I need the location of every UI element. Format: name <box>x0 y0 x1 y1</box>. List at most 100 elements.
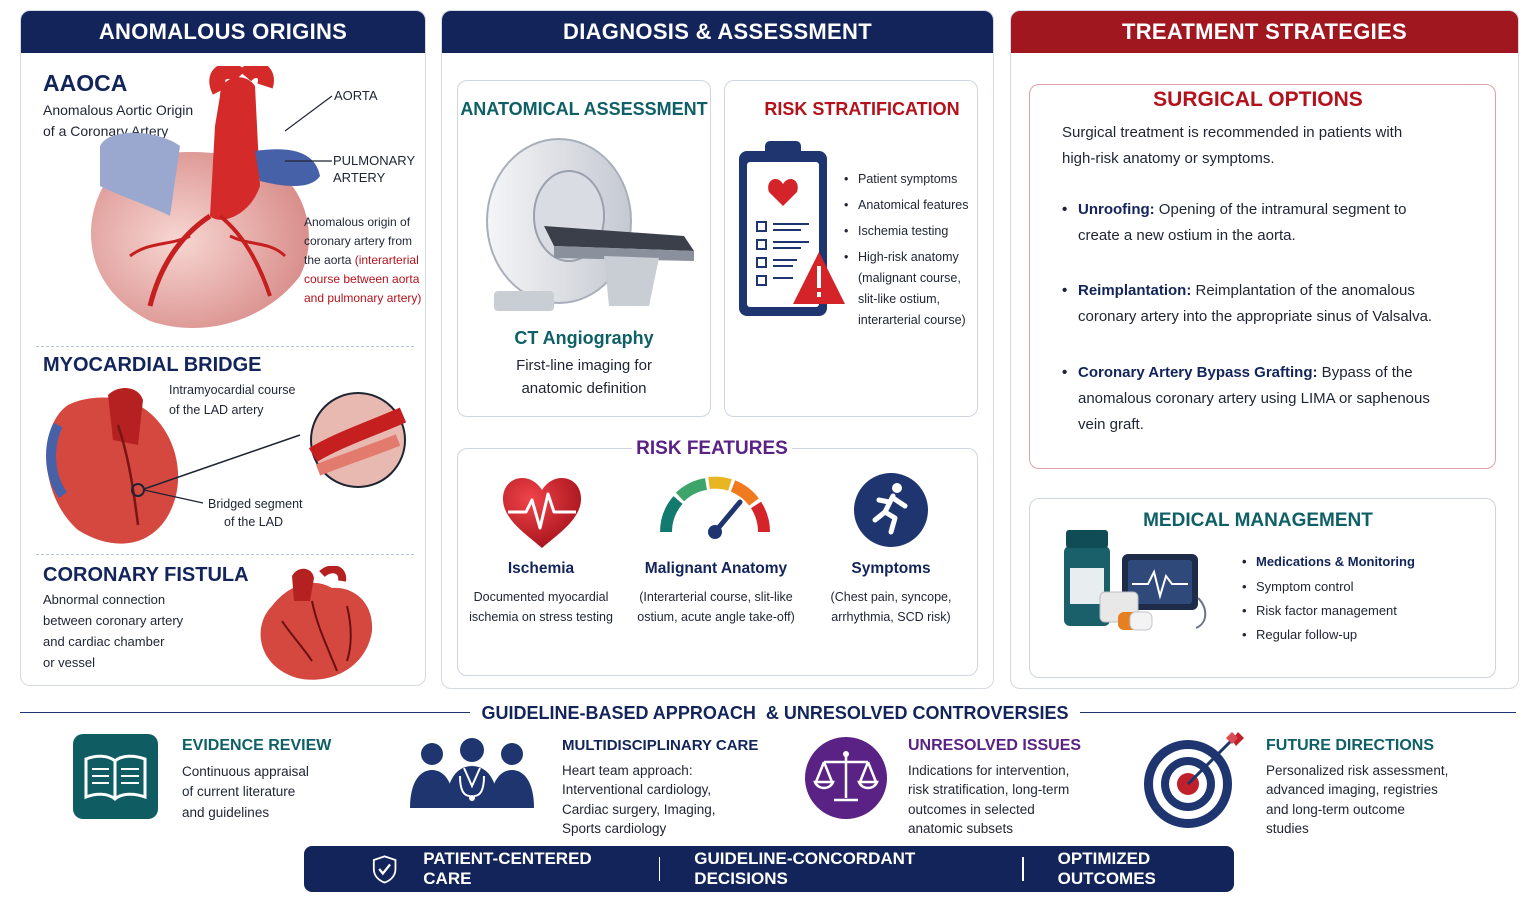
evidence-review-line: Continuous appraisal <box>182 764 309 779</box>
risk-item-cont-2: slit-like ostium, <box>858 292 940 306</box>
symptoms-line-2: arrhythmia, SCD risk) <box>831 610 951 624</box>
medication-monitor-icon <box>1064 530 1207 631</box>
ct-angiography-caption: CT Angiography <box>514 328 654 348</box>
bottom-divider-right <box>1080 712 1516 713</box>
coronary-fistula-heart-illustration <box>260 566 373 680</box>
risk-item: Ischemia testing <box>842 221 982 241</box>
medical-management-title: MEDICAL MANAGEMENT <box>1143 510 1373 531</box>
myocardial-bridge-title: MYOCARDIAL BRIDGE <box>43 354 262 376</box>
cabg-text: Bypass of the anomalous coronary artery … <box>1078 364 1430 433</box>
surgical-intro-1: Surgical treatment is recommended in pat… <box>1062 124 1403 141</box>
aaoca-desc-5: and pulmonary artery) <box>304 291 422 305</box>
ischemia-line-1: Documented myocardial <box>473 590 609 604</box>
bridge-label-2a: Bridged segment <box>208 497 303 511</box>
multidisciplinary-care-title: MULTIDISCIPLINARY CARE <box>562 737 759 754</box>
cabg-label: Coronary Artery Bypass Grafting: <box>1078 364 1318 381</box>
bridge-label-2b: of the LAD <box>224 515 284 529</box>
ct-scanner-icon <box>486 138 694 311</box>
bridge-label-1b: of the LAD artery <box>169 403 264 417</box>
treatment-strategies-header: TREATMENT STRATEGIES <box>1011 11 1518 53</box>
aaoca-subtitle-line-1: Anomalous Aortic Origin <box>43 102 194 118</box>
malignant-anatomy-title: Malignant Anatomy <box>644 560 788 577</box>
ischemia-heart-icon <box>502 477 582 548</box>
symptoms-line-1: (Chest pain, syncope, <box>830 590 952 604</box>
risk-item-cont-1: (malignant course, <box>858 271 961 285</box>
multidisciplinary-line: Heart team approach: <box>562 763 693 778</box>
fistula-desc-4: or vessel <box>43 655 96 670</box>
multidisciplinary-line: Cardiac surgery, Imaging, <box>562 802 716 817</box>
future-directions-title: FUTURE DIRECTIONS <box>1266 737 1434 754</box>
aaoca-title: AAOCA <box>43 70 128 96</box>
unresolved-line: outcomes in selected <box>908 802 1035 817</box>
banner-item-patient-centered: PATIENT-CENTERED CARE <box>423 849 592 888</box>
malignant-anatomy-line-1: (Interarterial course, slit-like <box>639 590 793 604</box>
bottom-divider-left <box>20 712 470 713</box>
aaoca-desc-2: coronary artery from <box>304 234 413 248</box>
risk-item: Anatomical features <box>842 195 982 215</box>
future-line: Personalized risk assessment, <box>1266 763 1449 778</box>
medical-item: Regular follow-up <box>1240 625 1490 645</box>
multidisciplinary-line: Sports cardiology <box>562 821 667 836</box>
evidence-review-line: and guidelines <box>182 805 270 820</box>
banner-separator <box>658 857 661 881</box>
unroofing-text: Opening of the intramural segment to cre… <box>1078 201 1407 244</box>
reimplantation-text: Reimplantation of the anomalous coronary… <box>1078 282 1433 325</box>
aorta-label: AORTA <box>334 88 378 103</box>
banner-separator <box>1022 857 1024 881</box>
unresolved-issues-title: UNRESOLVED ISSUES <box>908 737 1082 754</box>
pulmonary-artery-label-2: ARTERY <box>333 170 386 185</box>
book-icon <box>73 734 158 819</box>
surgical-option-cabg: Coronary Artery Bypass Grafting: Bypass … <box>1062 360 1452 438</box>
fistula-desc-1: Abnormal connection <box>43 592 166 607</box>
clipboard-checklist-icon <box>739 141 845 316</box>
evidence-review-line: of current literature <box>182 784 296 799</box>
risk-item: Patient symptoms <box>842 169 982 189</box>
future-line: advanced imaging, registries <box>1266 782 1438 797</box>
aaoca-desc-4: course between aorta <box>304 272 420 286</box>
target-icon <box>1144 732 1244 828</box>
aaoca-desc-3b: (interarterial <box>351 253 419 267</box>
unresolved-line: anatomic subsets <box>908 821 1014 836</box>
risk-stratification-list: Patient symptoms Anatomical features Isc… <box>842 169 982 267</box>
surgical-option-unroofing: Unroofing: Opening of the intramural seg… <box>1062 197 1442 249</box>
unroofing-label: Unroofing: <box>1078 201 1155 218</box>
myocardial-bridge-illustration <box>46 388 407 544</box>
aaoca-heart-illustration <box>90 66 333 329</box>
risk-item-cont-3: interarterial course) <box>858 313 966 327</box>
risk-features-title-bg <box>632 436 792 462</box>
unresolved-line: Indications for intervention, <box>908 763 1070 778</box>
surgical-option-reimplantation: Reimplantation: Reimplantation of the an… <box>1062 278 1452 330</box>
ischemia-line-2: ischemia on stress testing <box>469 610 613 624</box>
fistula-desc-3: and cardiac chamber <box>43 634 165 649</box>
medical-item: Symptom control <box>1240 577 1490 597</box>
medical-item: Medications & Monitoring <box>1240 552 1490 572</box>
diagnosis-assessment-header: DIAGNOSIS & ASSESSMENT <box>442 11 993 53</box>
bridge-label-1a: Intramyocardial course <box>169 383 296 397</box>
fistula-desc-2: between coronary artery <box>43 613 184 628</box>
coronary-fistula-title: CORONARY FISTULA <box>43 564 249 586</box>
risk-features-title: RISK FEATURES <box>636 438 788 459</box>
gauge-icon <box>660 476 771 539</box>
care-team-icon <box>410 738 534 808</box>
ct-desc-1: First-line imaging for <box>516 357 652 374</box>
aaoca-desc-1: Anomalous origin of <box>304 215 411 229</box>
malignant-anatomy-line-2: ostium, acute angle take-off) <box>637 610 795 624</box>
medical-item: Risk factor management <box>1240 601 1490 621</box>
running-person-icon <box>854 473 928 547</box>
medical-management-list: Medications & Monitoring Symptom control… <box>1240 552 1490 645</box>
banner-item-optimized-outcomes: OPTIMIZED OUTCOMES <box>1057 849 1156 888</box>
divider-1 <box>36 346 414 347</box>
future-line: studies <box>1266 821 1309 836</box>
scales-icon <box>805 737 887 819</box>
outcomes-banner: PATIENT-CENTERED CARE GUIDELINE-CONCORDA… <box>304 846 1234 892</box>
pulmonary-artery-label-1: PULMONARY <box>333 153 416 168</box>
guideline-approach-title: GUIDELINE-BASED APPROACH & UNRESOLVED CO… <box>481 703 1069 723</box>
banner-item-guideline-concordant: GUIDELINE-CONCORDANT DECISIONS <box>694 849 916 888</box>
unresolved-line: risk stratification, long-term <box>908 782 1070 797</box>
anatomical-assessment-title: ANATOMICAL ASSESSMENT <box>460 99 708 119</box>
aaoca-desc-3: the aorta (interarterial <box>304 250 419 270</box>
ct-desc-2: anatomic definition <box>521 380 647 397</box>
risk-item: High-risk anatomy <box>842 247 982 267</box>
future-line: and long-term outcome <box>1266 802 1405 817</box>
anomalous-origins-header: ANOMALOUS ORIGINS <box>21 11 425 53</box>
